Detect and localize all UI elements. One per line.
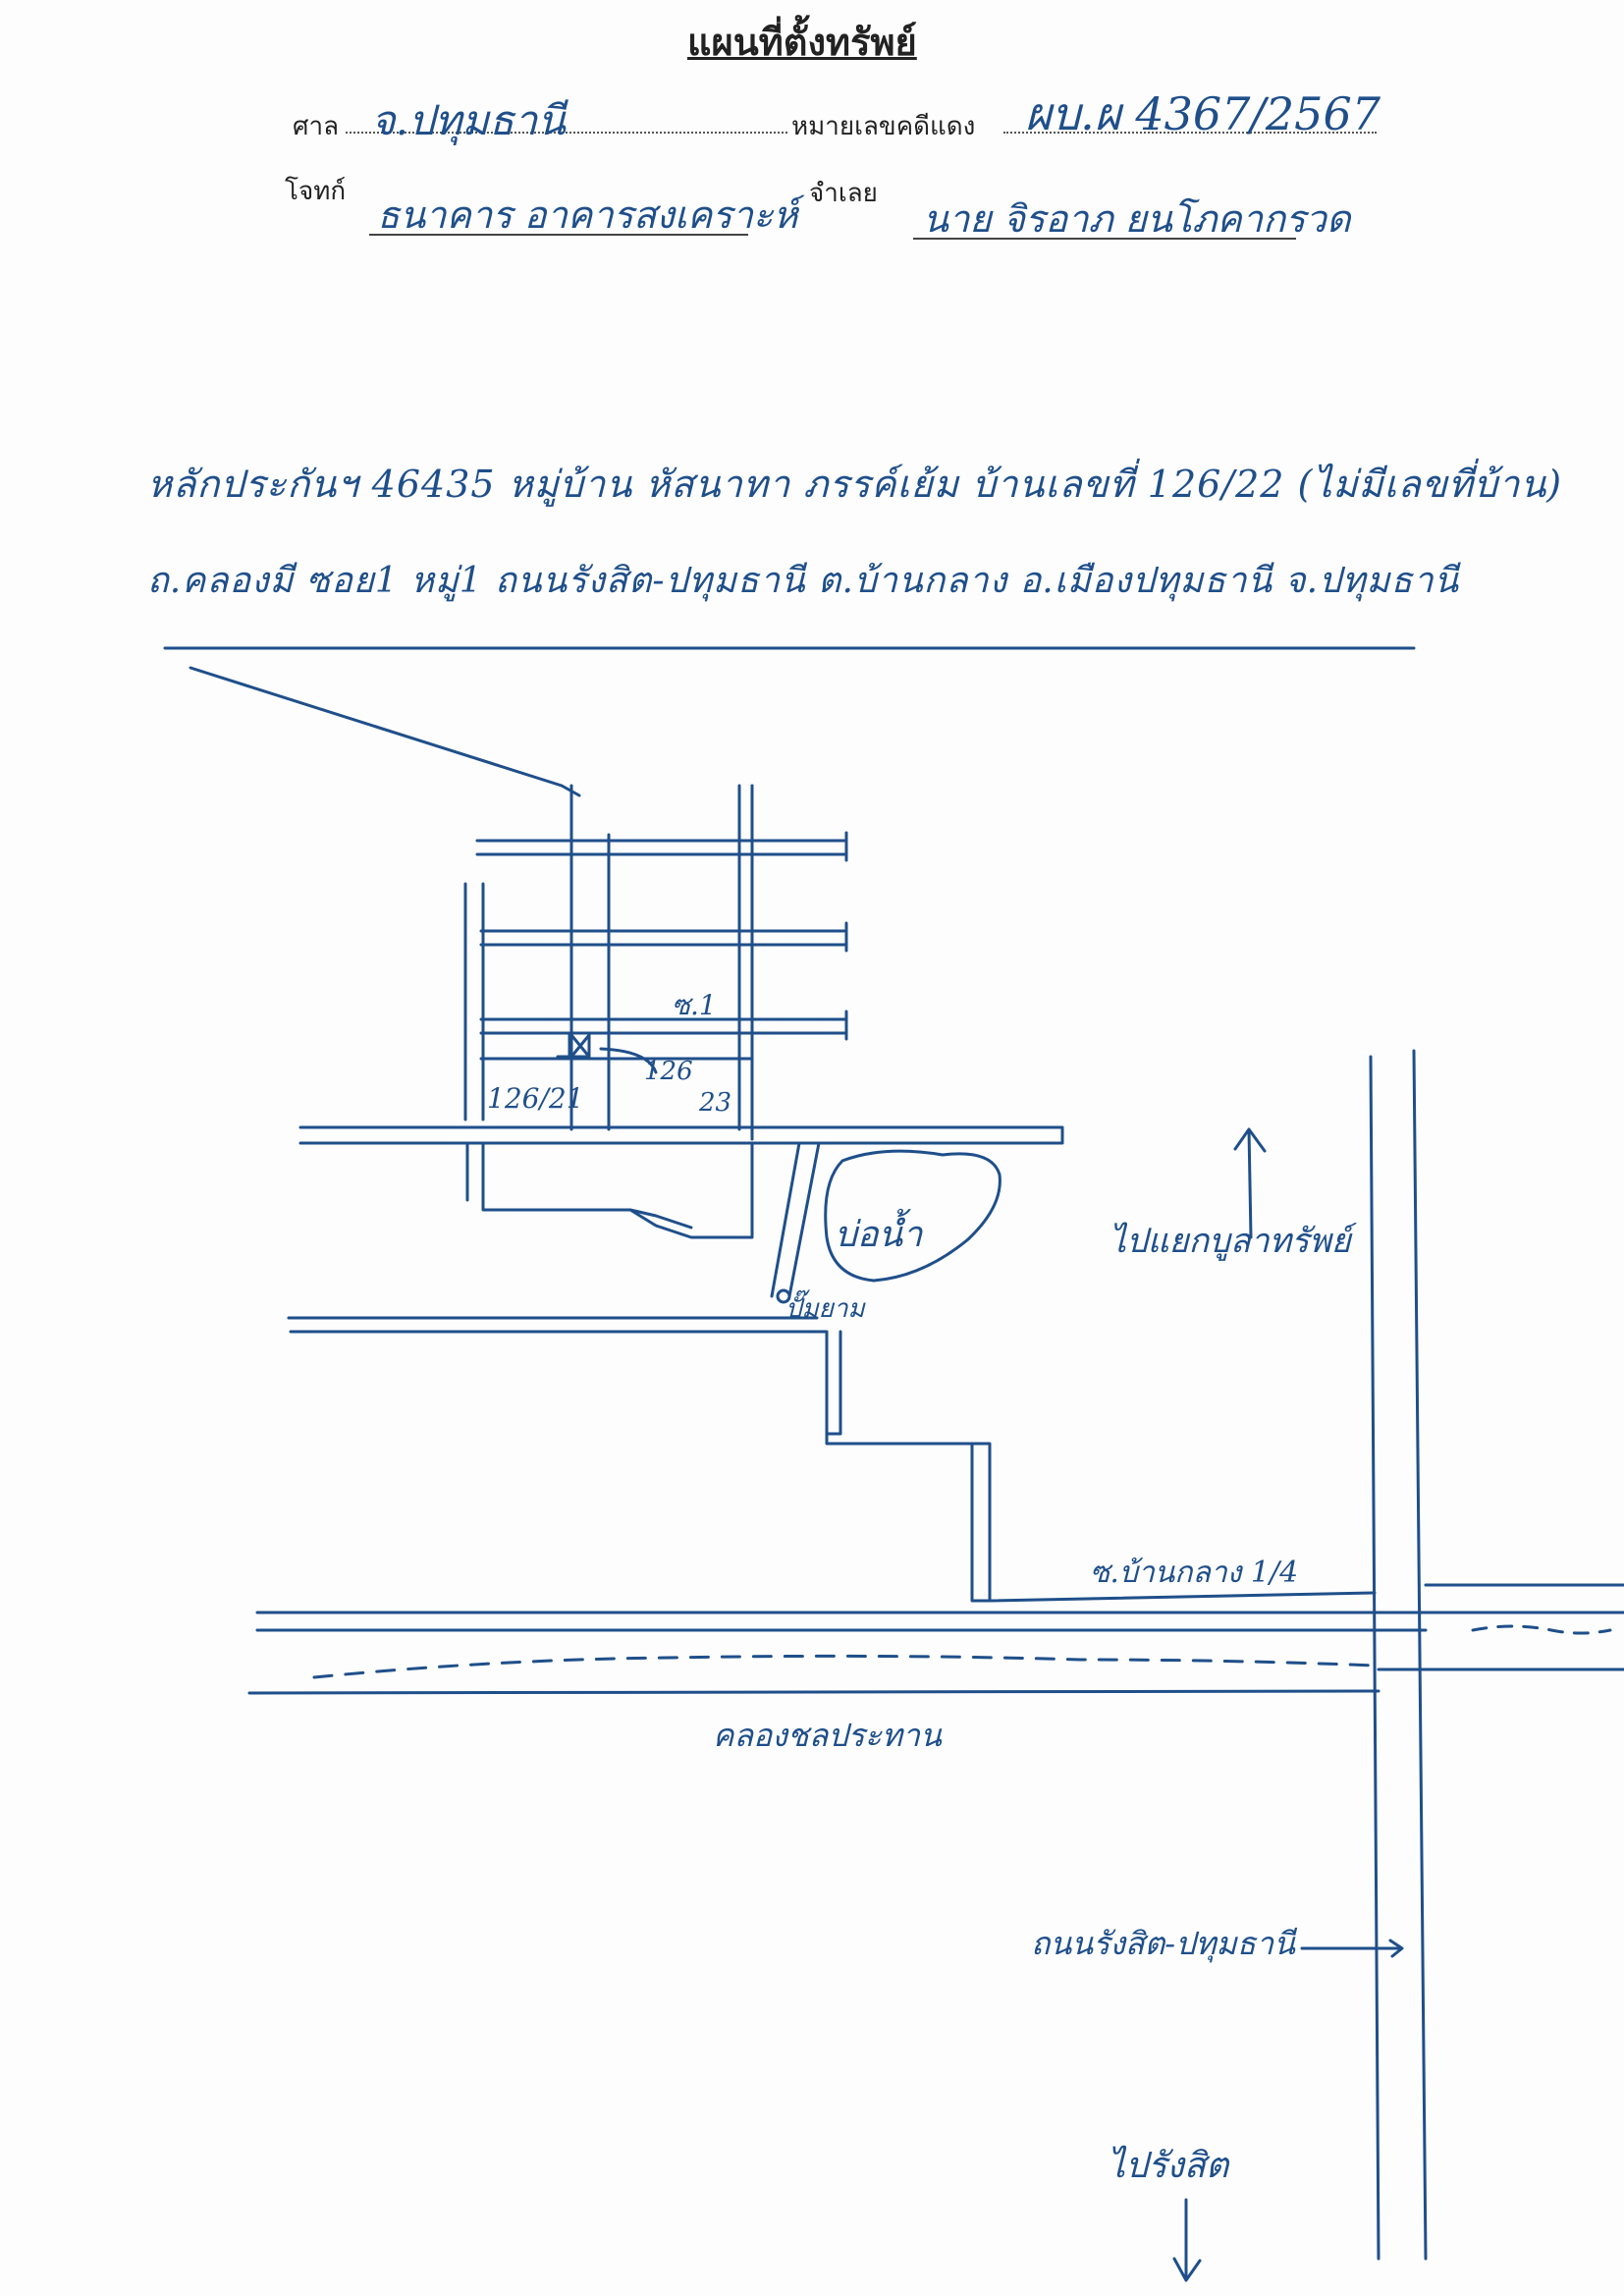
main-road-crossing (1377, 1611, 1428, 1671)
plaintiff-label: โจทก์ (285, 177, 347, 206)
pump-lane (770, 1141, 821, 1298)
plaintiff-underline (369, 234, 748, 236)
right-canal (1424, 1583, 1624, 1671)
main-road-label: ถนนรังสิต-ปทุมธานี (1031, 1925, 1295, 1962)
diagonal-road (189, 666, 581, 797)
main-road (1369, 1049, 1428, 2261)
canal-water (312, 1654, 1377, 1679)
house-number-left: 126/21 (487, 1082, 584, 1115)
canal-top-edge (255, 1611, 1380, 1632)
plaintiff-value: ธนาคาร อาคารสงเคราะห์ (377, 193, 798, 237)
description-line-1: หลักประกันฯ 46435 หมู่บ้าน หัสนาทา ภรรค์… (147, 463, 1563, 506)
house-pointer (599, 1047, 658, 1074)
case-number-value: ผบ.ผ 4367/2567 (1025, 87, 1380, 140)
case-number-label: หมายเลขคดีแดง (791, 112, 976, 141)
block-grid (463, 784, 848, 1141)
court-dotted-line (346, 132, 787, 134)
lower-road (287, 1316, 842, 1436)
canal-label: คลองชลประทาน (713, 1717, 942, 1754)
house-number-right: 23 (699, 1088, 732, 1118)
lane-label: ซ.บ้านกลาง 1/4 (1090, 1556, 1299, 1590)
canal-bottom-edge (247, 1689, 1380, 1695)
pump-point (776, 1288, 791, 1304)
stepped-boundary (825, 1432, 992, 1603)
court-value: จ.ปทุมธานี (371, 96, 566, 144)
lane-line (988, 1591, 1377, 1603)
defendant-underline (913, 238, 1296, 240)
access-road-edge (628, 1208, 693, 1230)
soi-label: ซ.1 (672, 989, 717, 1021)
pump-label: ปั๊มยาม (785, 1294, 865, 1324)
road-label-pointer (1300, 1939, 1404, 1958)
pond-outline (824, 1149, 1001, 1283)
description-line-2: ถ.คลองมี ซอย1 หมู่1 ถนนรังสิต-ปทุมธานี ต… (147, 561, 1460, 601)
pond-label: บ่อน้ำ (835, 1215, 923, 1255)
house-marker (556, 1033, 591, 1059)
right-canal-water (1471, 1624, 1612, 1635)
document-title: แผนที่ตั้งทรัพย์ (687, 21, 917, 64)
access-road (465, 1141, 754, 1239)
arrow-down-icon (1172, 2198, 1202, 2282)
direction-up-label: ไปแยกบูลาทรัพย์ (1110, 1222, 1351, 1261)
defendant-value: นาย จิรอาภ ยนโภคากรวด (923, 197, 1351, 241)
house-number-center: 126 (644, 1057, 693, 1086)
block-road (298, 1125, 1064, 1145)
court-label: ศาล (293, 112, 340, 141)
defendant-label: จำเลย (809, 179, 878, 208)
direction-down-label: ไปรังสิต (1108, 2146, 1229, 2186)
arrow-up-icon (1233, 1127, 1267, 1239)
case-number-dotted-line (1003, 132, 1377, 134)
